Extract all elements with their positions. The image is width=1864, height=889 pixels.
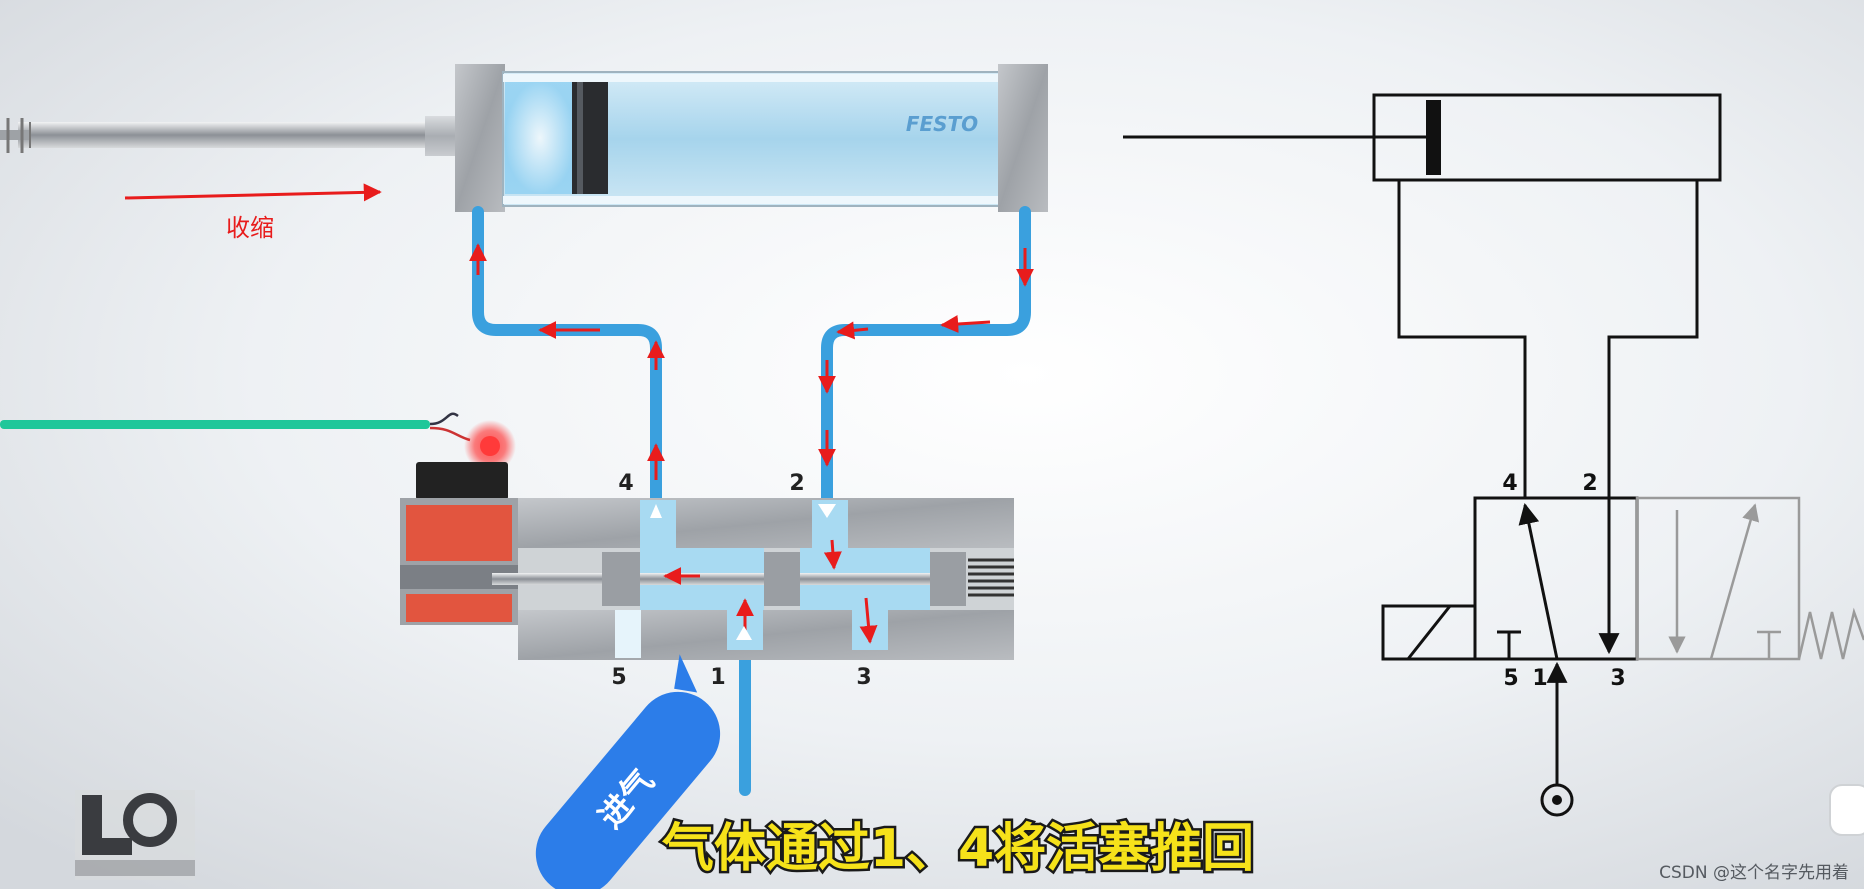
valve-port-5-label: 5 (611, 665, 626, 690)
air-line-port-2 (821, 206, 1031, 511)
valve-port-3-label: 3 (856, 665, 871, 690)
symbol-line-2 (1607, 180, 1699, 498)
symbol-port-4-label: 4 (1502, 471, 1517, 496)
symbol-spring (1797, 607, 1864, 660)
port-2-indicator (818, 504, 836, 518)
watermark-text: CSDN @这个名字先用着 (1659, 863, 1849, 883)
symbol-solenoid (1381, 604, 1477, 661)
iso-symbol-valve-inactive (1635, 496, 1864, 661)
symbol-port-3-label: 3 (1610, 666, 1625, 691)
return-spring (968, 558, 1014, 597)
flow-arrow (836, 321, 869, 340)
spool-land-1 (602, 552, 640, 606)
valve-port-2-label: 2 (789, 471, 804, 496)
flow-arrow (859, 597, 878, 644)
subtitle-caption: 气体通过1、4将活塞推回 (662, 819, 1254, 879)
valve-spool-rod (492, 573, 952, 585)
symbol-pressure-source (1540, 783, 1574, 817)
signal-wire (0, 420, 430, 429)
symbol-piston (1426, 100, 1441, 175)
port-1-indicator (736, 626, 752, 640)
port-4-indicator (650, 504, 662, 518)
edge-artifact (1829, 784, 1864, 836)
retract-direction-arrow (124, 183, 382, 202)
valve-body-upper (518, 498, 1014, 548)
symbol-flow-1-to-4 (1518, 502, 1559, 660)
flow-arrow (823, 539, 842, 570)
piston-rod (18, 122, 438, 148)
cylinder-brand-label: FESTO (906, 112, 978, 136)
intake-callout: 进气 (535, 654, 721, 889)
symbol-port-1-label: 1 (1532, 666, 1547, 691)
spool-land-3 (930, 552, 966, 606)
symbol-line-4 (1397, 180, 1527, 498)
cylinder-left-cap (455, 64, 505, 212)
valve-body-lower (518, 610, 1014, 660)
solenoid-coil-upper (406, 505, 512, 561)
rod-tip (0, 130, 30, 140)
intake-bubble (535, 691, 721, 889)
solenoid-valve-5-2: 4 2 5 1 3 (400, 462, 1014, 690)
solenoid-signal (0, 412, 516, 472)
retract-label: 收缩 (226, 214, 274, 242)
spool-land-2 (764, 552, 800, 606)
solenoid-coil-lower (406, 594, 512, 622)
channel-logo (75, 790, 195, 880)
symbol-port-5-label: 5 (1503, 666, 1518, 691)
solenoid-connector (416, 462, 508, 500)
valve-port-1-label: 1 (710, 665, 725, 690)
valve-port-4-label: 4 (618, 471, 633, 496)
symbol-exhaust-5-blocked (1497, 630, 1521, 659)
cylinder-right-cap (998, 64, 1048, 212)
flow-arrow (940, 315, 991, 333)
symbol-port-2-label: 2 (1582, 471, 1597, 496)
pneumatic-cylinder: FESTO (0, 64, 1048, 212)
iso-symbol-diagram (1123, 93, 1722, 817)
